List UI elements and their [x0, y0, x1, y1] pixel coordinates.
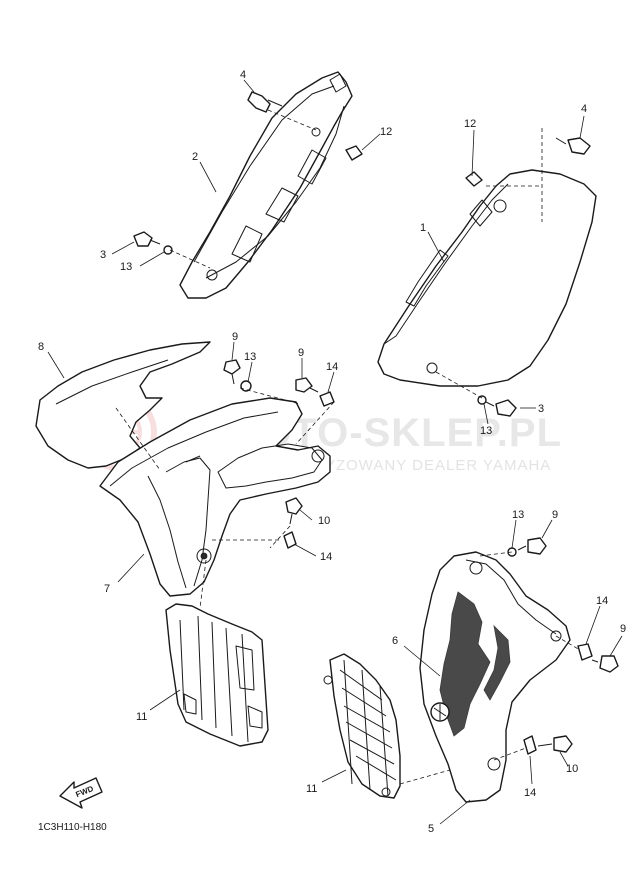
washer-13-c-icon [507, 547, 517, 557]
callout-2: 2 [192, 151, 198, 163]
callout-11-left: 11 [136, 711, 147, 723]
leader-lines [47, 79, 623, 825]
watermark-subtitle: AUTORYZOWANY DEALER YAMAHA [268, 457, 551, 474]
clip-nut-12-left-icon [345, 145, 363, 161]
callout-9-d: 9 [620, 623, 626, 635]
callout-5: 5 [428, 823, 434, 835]
callout-14-a: 14 [326, 361, 338, 373]
washer-13-mid-icon [477, 395, 487, 405]
part-1-side-cover [377, 169, 597, 387]
callout-9-a: 9 [232, 331, 238, 343]
clip-nut-14-b-icon [283, 531, 297, 549]
callout-13-mid: 13 [480, 425, 492, 437]
callout-11-right: 11 [306, 783, 317, 795]
bolt-9-c-icon [517, 537, 547, 555]
callout-6: 6 [392, 635, 398, 647]
part-2-side-cover [179, 71, 353, 299]
bolt-4-right-icon [555, 137, 591, 155]
callout-9-c: 9 [552, 509, 558, 521]
callout-10-b: 10 [566, 763, 578, 775]
callout-13-c: 13 [512, 509, 524, 521]
callout-12-right: 12 [464, 118, 476, 130]
callouts: 4 2 12 3 13 12 4 1 13 3 8 9 13 9 14 10 1… [38, 69, 626, 835]
callout-4-right: 4 [581, 103, 587, 115]
callout-3-right: 3 [538, 403, 544, 415]
callout-1: 1 [420, 222, 426, 234]
part-7-shroud [99, 397, 331, 597]
clip-nut-12-right-icon [465, 171, 483, 187]
part-11-radiator-grill-left [165, 603, 269, 747]
callout-7: 7 [104, 583, 110, 595]
bolt-9-a-icon [223, 359, 241, 385]
callout-13-left: 13 [120, 261, 132, 273]
callout-3-left: 3 [100, 249, 106, 261]
callout-9-b: 9 [298, 347, 304, 359]
bolt-9-b-icon [295, 377, 319, 393]
bolt-10-b-icon [537, 735, 573, 753]
callout-4-top: 4 [240, 69, 246, 81]
part-8-decal [35, 341, 211, 469]
diagram-code: 1C3H110-H180 [38, 822, 107, 833]
callout-12-left: 12 [380, 126, 392, 138]
callout-14-c: 14 [596, 595, 608, 607]
bolt-3-left-icon [133, 231, 161, 247]
clip-nut-14-d-icon [523, 735, 537, 755]
callout-14-b: 14 [320, 551, 332, 563]
bolt-10-a-icon [285, 497, 303, 525]
washer-13-b-icon [240, 380, 252, 392]
fasteners [133, 91, 619, 755]
callout-10-a: 10 [318, 515, 330, 527]
part-11-radiator-grill-right [323, 653, 401, 799]
callout-13-b: 13 [244, 351, 256, 363]
bolt-9-d-icon [591, 655, 619, 673]
part-6-decal-right [430, 591, 511, 737]
callout-8: 8 [38, 341, 44, 353]
bolt-3-right-icon [485, 399, 517, 417]
washer-13-left-icon [163, 245, 173, 255]
callout-14-d: 14 [524, 787, 536, 799]
clip-nut-14-c-icon [577, 643, 593, 661]
bolt-4-top-icon [247, 91, 283, 113]
fwd-arrow-icon: FWD [59, 777, 103, 809]
